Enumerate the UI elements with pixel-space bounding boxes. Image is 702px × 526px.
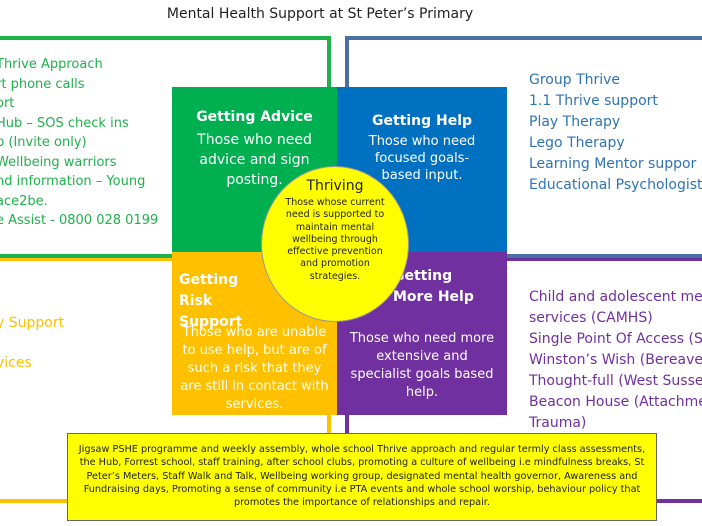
list-item: Wellbeing warriors: [0, 154, 117, 170]
quadrant-title: Getting Risk Support: [179, 272, 243, 330]
getting-more-help-support-list: Child and adolescent me services (CAMHS)…: [529, 287, 702, 434]
thriving-text: Those whose current need is supported to…: [285, 197, 385, 282]
list-item: Child and adolescent me: [529, 289, 702, 305]
list-item: Thrive Approach: [0, 57, 103, 72]
list-item: nd information – Young: [0, 174, 146, 189]
quadrant-title: Getting Help: [371, 113, 473, 129]
list-item: services (CAMHS): [529, 310, 653, 326]
quadrant-text: Those who need advice and sign posting.: [197, 132, 312, 188]
quadrant-title: Getting Advice: [196, 109, 313, 125]
getting-risk-support-list: y Support vices: [0, 315, 64, 371]
thriving-circle: Thriving Those whose current need is sup…: [261, 166, 409, 322]
list-item: Learning Mentor suppor: [529, 156, 697, 172]
whole-school-banner: Jigsaw PSHE programme and weekly assembl…: [67, 433, 657, 521]
page-title: Mental Health Support at St Peter’s Prim…: [166, 6, 474, 22]
list-item: p (Invite only): [0, 135, 87, 150]
thriving-title: Thriving: [306, 178, 364, 194]
list-item: Lego Therapy: [529, 135, 625, 151]
list-item: Thought-full (West Susse: [529, 373, 702, 389]
list-item: Hub – SOS check ins: [0, 115, 129, 131]
list-item: Beacon House (Attachme: [529, 394, 702, 410]
list-item: ace2be.: [0, 193, 48, 209]
quadrant-title: Getting More Help: [393, 268, 474, 305]
list-item: y Support: [0, 315, 65, 331]
list-item: Winston’s Wish (Bereave: [529, 352, 702, 368]
quadrant-text: Those who need more extensive and specia…: [349, 331, 495, 400]
quadrant-text: Those who need focused goals-based input…: [368, 134, 476, 183]
list-item: Trauma): [529, 415, 587, 431]
list-item: vices: [0, 355, 32, 371]
list-item: Group Thrive: [529, 72, 621, 88]
list-item: ort: [0, 96, 15, 111]
list-item: rt phone calls: [0, 76, 85, 92]
list-item: Play Therapy: [529, 114, 621, 130]
getting-help-support-list: Group Thrive 1.1 Thrive support Play The…: [529, 70, 702, 196]
list-item: e Assist - 0800 028 0199: [0, 213, 159, 228]
list-item: 1.1 Thrive support: [529, 93, 658, 109]
list-item: Educational Psychologist: [529, 177, 702, 193]
list-item: Single Point Of Access (S: [529, 331, 702, 347]
quadrant-text: Those who are unable to use help, but ar…: [180, 325, 329, 412]
getting-advice-support-list: Thrive Approach rt phone calls ort Hub –…: [0, 55, 158, 231]
